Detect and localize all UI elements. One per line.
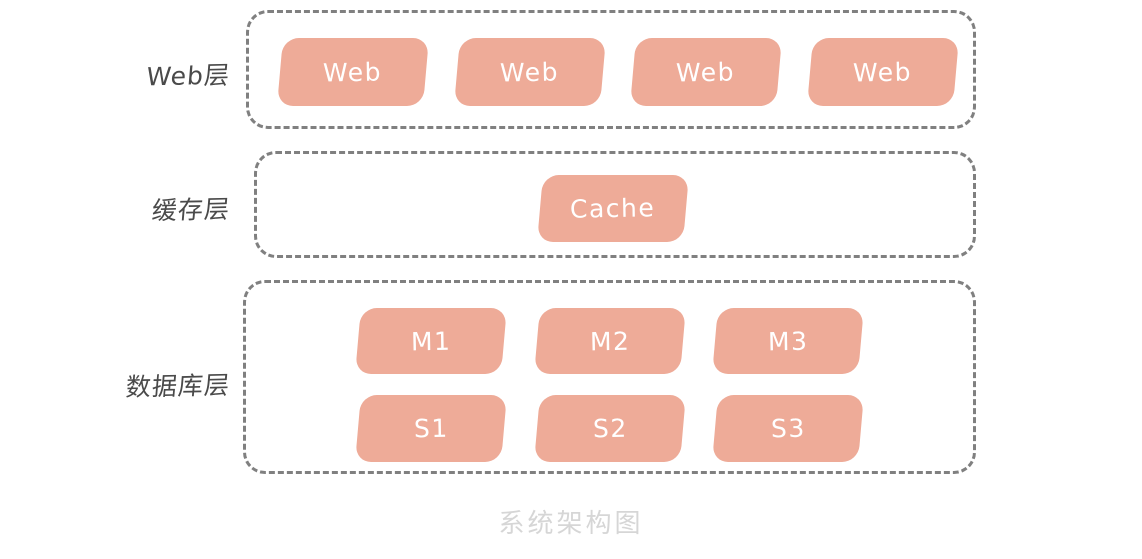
layer-container-cache-layer	[254, 151, 976, 258]
node-web-1[interactable]: Web	[277, 38, 429, 106]
diagram-caption: 系统架构图	[498, 509, 644, 539]
node-web-3[interactable]: Web	[630, 38, 782, 106]
node-label-web-3: Web	[676, 56, 736, 88]
node-label-db-m3: M3	[767, 326, 809, 356]
node-web-4[interactable]: Web	[807, 38, 959, 106]
layer-label-web-layer: Web层	[145, 60, 232, 92]
node-db-m1[interactable]: M1	[355, 308, 507, 374]
node-label-db-s3: S3	[770, 413, 806, 444]
layer-label-database-layer: 数据库层	[124, 370, 232, 402]
node-label-db-s2: S2	[592, 413, 628, 444]
layer-container-web-layer	[246, 10, 976, 129]
node-db-s3[interactable]: S3	[712, 395, 864, 462]
node-db-m3[interactable]: M3	[712, 308, 864, 374]
node-db-s2[interactable]: S2	[534, 395, 686, 462]
node-label-cache-1: Cache	[570, 193, 656, 224]
node-label-db-m2: M2	[589, 326, 631, 356]
node-db-m2[interactable]: M2	[534, 308, 686, 374]
node-label-db-s1: S1	[413, 413, 449, 444]
node-web-2[interactable]: Web	[454, 38, 606, 106]
node-label-web-2: Web	[500, 56, 560, 88]
node-label-web-4: Web	[853, 56, 913, 88]
node-db-s1[interactable]: S1	[355, 395, 507, 462]
layer-container-database-layer	[243, 280, 976, 474]
node-cache-1[interactable]: Cache	[537, 175, 689, 242]
layer-label-cache-layer: 缓存层	[150, 194, 232, 226]
node-label-web-1: Web	[323, 56, 383, 88]
node-label-db-m1: M1	[410, 326, 452, 356]
